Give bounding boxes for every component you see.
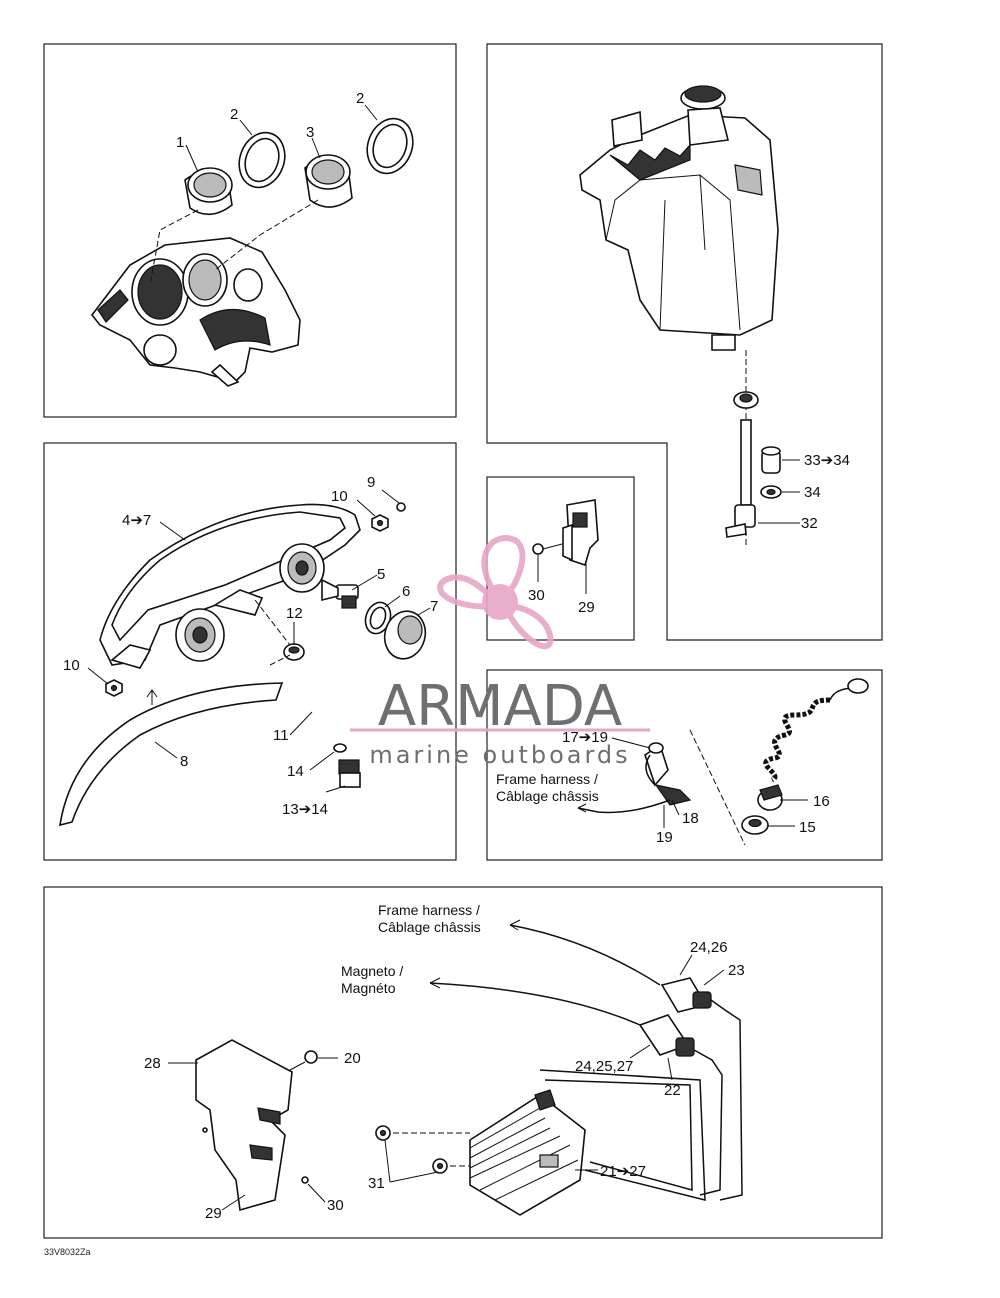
gauge-1 bbox=[184, 167, 233, 216]
screw-30a bbox=[532, 543, 563, 555]
callout-10a: 10 bbox=[331, 488, 348, 505]
callout-19: 19 bbox=[656, 829, 673, 846]
cover-7 bbox=[383, 610, 427, 660]
voltage-regulator bbox=[469, 1089, 586, 1216]
propeller-logo-icon bbox=[437, 535, 554, 650]
callout-13-14: 13➔14 bbox=[282, 801, 328, 818]
callout-1: 1 bbox=[176, 134, 184, 151]
callout-34: 34 bbox=[804, 484, 821, 501]
callout-23: 23 bbox=[728, 962, 745, 979]
watermark-name: ARMADA bbox=[378, 674, 622, 739]
spacer-33 bbox=[761, 446, 781, 474]
panel-headlight bbox=[43, 442, 457, 861]
callout-24-26: 24,26 bbox=[690, 939, 728, 956]
tether-clip-16 bbox=[757, 784, 783, 811]
callout-2b: 2 bbox=[356, 90, 364, 107]
callout-17-19: 17➔19 bbox=[562, 729, 608, 746]
trim-strip-8 bbox=[59, 682, 284, 827]
nut-10a bbox=[371, 514, 389, 532]
panel-oil-tank bbox=[486, 43, 883, 641]
callout-30b: 30 bbox=[327, 1197, 344, 1214]
bulb-5 bbox=[321, 578, 359, 609]
headlight-assembly bbox=[99, 503, 361, 669]
callout-7: 7 bbox=[430, 598, 438, 615]
callout-33-34: 33➔34 bbox=[804, 452, 850, 469]
callout-16: 16 bbox=[813, 793, 830, 810]
nut-10b bbox=[105, 679, 123, 697]
oil-level-sensor-32 bbox=[725, 419, 756, 538]
callout-3: 3 bbox=[306, 124, 314, 141]
tether-coil-cord bbox=[763, 678, 869, 783]
bracket-29a bbox=[562, 499, 599, 567]
callout-18: 18 bbox=[682, 810, 699, 827]
callout-9: 9 bbox=[367, 474, 375, 491]
callout-15: 15 bbox=[799, 819, 816, 836]
callout-28: 28 bbox=[144, 1055, 161, 1072]
frame-harness-note-2-line1: Frame harness / bbox=[378, 902, 480, 918]
connector-23 bbox=[660, 977, 712, 1013]
grommet-12 bbox=[283, 643, 305, 661]
washer-34 bbox=[760, 485, 782, 499]
bezel-ring-2a bbox=[238, 131, 286, 189]
magneto-note-line2: Magnéto bbox=[341, 980, 396, 996]
screw-20 bbox=[289, 1050, 318, 1071]
screw-31b bbox=[432, 1158, 448, 1174]
callout-31: 31 bbox=[368, 1175, 385, 1192]
vent-tube-11 bbox=[313, 644, 337, 741]
bezel-ring-2b bbox=[366, 117, 414, 175]
callout-4-7: 4➔7 bbox=[122, 512, 151, 529]
panel-tether-switch bbox=[486, 669, 883, 861]
connector-22 bbox=[638, 1014, 695, 1057]
screw-31a bbox=[375, 1125, 391, 1141]
callout-8: 8 bbox=[180, 753, 188, 770]
frame-harness-note-1-line2: Câblage châssis bbox=[496, 788, 599, 804]
callout-29b: 29 bbox=[205, 1205, 222, 1222]
callout-30a: 30 bbox=[528, 587, 545, 604]
switch-17-19 bbox=[644, 742, 692, 806]
callout-6: 6 bbox=[402, 583, 410, 600]
grommet bbox=[733, 391, 759, 409]
watermark-tagline: marine outboards bbox=[369, 741, 630, 769]
frame-harness-note-2-line2: Câblage châssis bbox=[378, 919, 481, 935]
figure-code: 33V8032Za bbox=[44, 1247, 91, 1257]
regulator-bracket-28 bbox=[195, 1039, 293, 1212]
callout-12: 12 bbox=[286, 605, 303, 622]
callout-2a: 2 bbox=[230, 106, 238, 123]
panel-regulator bbox=[43, 886, 883, 1239]
callout-29a: 29 bbox=[578, 599, 595, 616]
callout-22: 22 bbox=[664, 1082, 681, 1099]
connector-13 bbox=[338, 759, 361, 788]
frame-harness-note-1-line1: Frame harness / bbox=[496, 771, 598, 787]
magneto-note-line1: Magneto / bbox=[341, 963, 403, 979]
callout-11: 11 bbox=[273, 727, 289, 744]
callout-24-25-27: 24,25,27 bbox=[575, 1058, 633, 1075]
nut-15 bbox=[741, 815, 769, 835]
gauge-3 bbox=[304, 154, 353, 208]
callout-21-27: 21➔27 bbox=[600, 1163, 646, 1180]
gauge-console-assembly bbox=[90, 237, 301, 387]
callout-10b: 10 bbox=[63, 657, 80, 674]
panel-gauges bbox=[43, 43, 457, 418]
callout-32: 32 bbox=[801, 515, 818, 532]
leader-lines bbox=[87, 104, 808, 1211]
screw-9 bbox=[396, 502, 406, 512]
clamp-14 bbox=[333, 743, 347, 753]
callout-20: 20 bbox=[344, 1050, 361, 1067]
oil-tank bbox=[579, 85, 779, 351]
callout-5: 5 bbox=[377, 566, 385, 583]
retaining-ring-6 bbox=[364, 601, 392, 635]
screw-30b bbox=[301, 1176, 309, 1184]
callout-14: 14 bbox=[287, 763, 304, 780]
